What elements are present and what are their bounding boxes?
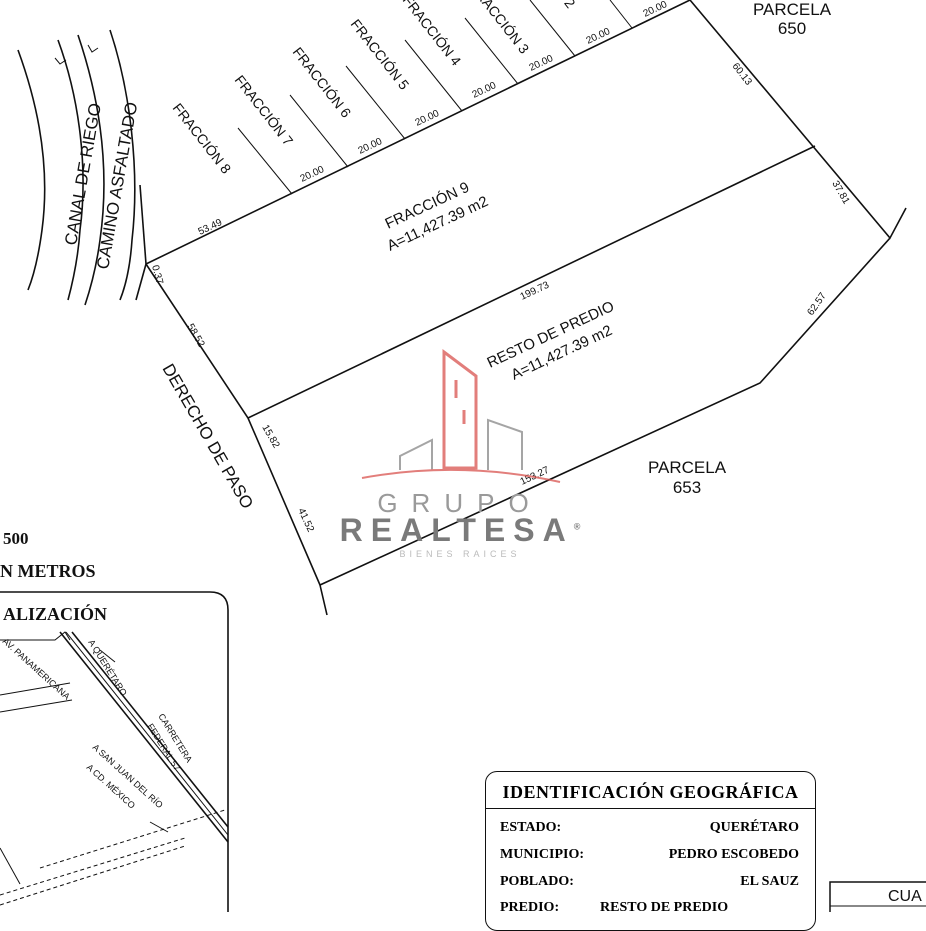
parcela-650-name: PARCELA	[753, 0, 832, 19]
dim-199-73: 199.73	[519, 280, 552, 303]
geo-value-predio: RESTO DE PREDIO	[600, 900, 729, 915]
geo-row-predio: PREDIO: RESTO DE PREDIO	[500, 900, 799, 924]
dim-60-13: 60.13	[730, 61, 754, 88]
dim-fraccion-5: 20.00	[414, 108, 442, 129]
scale-ratio: 500	[3, 529, 29, 548]
a-queretaro-label: A QUERÉTARO	[86, 638, 129, 698]
parcela-650-number: 650	[778, 19, 806, 38]
area-labels: FRACCIÓN 9 A=11,427.39 m2 RESTO DE PREDI…	[383, 179, 617, 384]
dim-fraccion-3: 20.00	[528, 53, 556, 74]
geo-value-municipio: PEDRO ESCOBEDO	[668, 847, 799, 862]
watermark-brand-main: REALTESA®	[330, 512, 590, 549]
dim-fraccion-7: 20.00	[299, 164, 327, 185]
scale-legend: 500 N METROS	[0, 529, 96, 581]
geo-id-box: IDENTIFICACIÓN GEOGRÁFICA ESTADO: QUERÉT…	[485, 771, 816, 931]
dim-58-52: 58.52	[184, 322, 206, 350]
watermark-brand-top: GRUPO	[377, 488, 543, 518]
watermark-tagline: BIENES RAICES	[399, 549, 521, 559]
cua-label: CUA	[888, 888, 922, 905]
location-map-roads	[0, 591, 229, 912]
geo-value-poblado: EL SAUZ	[740, 874, 799, 889]
location-map-title: ALIZACIÓN	[3, 603, 107, 624]
fraccion-6-label: FRACCIÓN 6	[290, 44, 355, 121]
canal-de-riego-label: CANAL DE RIEGO	[61, 102, 105, 247]
survey-plan: CUA PARCELA 650 PARCELA 653 FRACCIÓN 8 F…	[0, 0, 926, 912]
parcela-653-name: PARCELA	[648, 458, 727, 477]
av-panamericana-label: AV. PANAMERICANA	[1, 636, 72, 702]
dim-37-81: 37.81	[829, 179, 851, 207]
dimension-labels: 20.00 20.00 20.00 20.00 20.00 20.00 20.0…	[149, 0, 852, 534]
canal-and-road	[17, 29, 136, 306]
dim-fraccion-6: 20.00	[357, 136, 385, 157]
geo-row-estado: ESTADO: QUERÉTARO	[500, 820, 799, 844]
geo-key-predio: PREDIO:	[500, 900, 560, 915]
watermark-brand-main-text: REALTESA	[339, 512, 574, 548]
dim-53-49: 53.49	[197, 217, 225, 238]
dim-fraccion-4: 20.00	[471, 80, 499, 101]
dim-62-57: 62.57	[805, 291, 829, 318]
derecho-de-paso-label: DERECHO DE PASO	[159, 361, 257, 513]
dim-15-82: 15.82	[259, 423, 281, 451]
geo-row-municipio: MUNICIPIO: PEDRO ESCOBEDO	[500, 847, 799, 871]
geo-row-poblado: POBLADO: EL SAUZ	[500, 874, 799, 898]
parcela-653-number: 653	[673, 478, 701, 497]
dim-41-52: 41.52	[295, 507, 316, 535]
realtesa-logo	[361, 349, 561, 483]
fraccion-3-label: FRACCIÓN 3	[468, 0, 533, 57]
watermark-registered: ®	[573, 521, 581, 532]
geo-key-municipio: MUNICIPIO:	[500, 847, 584, 862]
fraccion-7-label: FRACCIÓN 7	[232, 72, 297, 149]
geo-key-estado: ESTADO:	[500, 820, 562, 835]
fraccion-5-label: FRACCIÓN 5	[348, 16, 413, 93]
scale-units: N METROS	[0, 561, 96, 581]
dim-0-37: 0.37	[149, 264, 165, 286]
fraccion-8-label: FRACCIÓN 8	[170, 100, 235, 177]
cua-box: CUA	[829, 881, 926, 912]
lot-boundaries	[135, 0, 907, 616]
a-cd-mexico-label: A CD. MÉXICO	[85, 762, 137, 811]
geo-id-title: IDENTIFICACIÓN GEOGRÁFICA	[486, 772, 815, 809]
geo-value-estado: QUERÉTARO	[709, 820, 799, 835]
geo-key-poblado: POBLADO:	[500, 874, 574, 889]
fraccion-4-label: FRACCIÓN 4	[400, 0, 465, 69]
parcel-labels: PARCELA 650 PARCELA 653	[648, 0, 832, 497]
fraccion-2-label: N 2	[553, 0, 579, 11]
